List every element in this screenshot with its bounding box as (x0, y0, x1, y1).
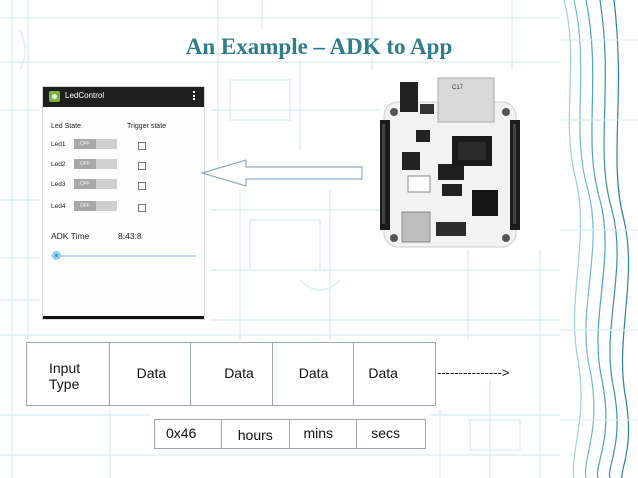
byte-cell: hours (222, 420, 290, 448)
led2-label: Led2 (51, 161, 66, 168)
led-state-header: Led State (51, 123, 81, 130)
packet-structure-row: Input Type Data Data Data Data (26, 342, 436, 406)
data-cell: Data (273, 343, 355, 405)
app-title: LedControl (65, 91, 105, 100)
led2-toggle[interactable]: OFF (74, 159, 117, 169)
led1-label: Led1 (51, 141, 66, 148)
byte-cell: mins (290, 420, 358, 448)
app-action-bar: LedControl (43, 87, 204, 107)
led3-label: Led3 (51, 181, 66, 188)
trigger-state-header: Trigger state (127, 123, 167, 130)
data-cell: Data (368, 365, 398, 381)
led4-trigger-checkbox[interactable] (138, 204, 146, 212)
byte-cell: 0x46 (155, 420, 222, 448)
seekbar-track[interactable] (51, 255, 196, 257)
input-type-cell: Input Type (27, 343, 110, 405)
led3-toggle[interactable]: OFF (74, 179, 117, 189)
byte-breakdown-row: 0x46 hours mins secs (154, 419, 426, 449)
data-cell: Data (191, 343, 273, 405)
led2-trigger-checkbox[interactable] (138, 162, 146, 170)
left-arrow-icon (200, 159, 363, 187)
data-cell: Data (110, 343, 192, 405)
led4-label: Led4 (51, 203, 66, 210)
slide-title: An Example – ADK to App (185, 34, 453, 59)
seekbar-thumb[interactable] (52, 251, 61, 260)
adk-time-label: ADK Time (51, 231, 90, 241)
android-app-icon (49, 91, 60, 102)
beaglebone-board-image: C17 (380, 77, 520, 248)
adk-time-value: 8:43:8 (118, 231, 142, 241)
decorative-swoosh (560, 0, 638, 478)
overflow-menu-icon[interactable] (193, 91, 196, 103)
led1-toggle[interactable]: OFF (74, 139, 117, 149)
continuation-arrow: ---------------> (437, 365, 510, 380)
board-chip-label: C17 (452, 85, 464, 91)
phone-screenshot: LedControl Led State Trigger state Led1 … (42, 86, 205, 320)
phone-bottom-bar (43, 316, 204, 319)
byte-cell: secs (371, 425, 401, 441)
led3-trigger-checkbox[interactable] (138, 182, 146, 190)
led1-trigger-checkbox[interactable] (138, 142, 146, 150)
led4-toggle[interactable]: OFF (74, 201, 117, 211)
